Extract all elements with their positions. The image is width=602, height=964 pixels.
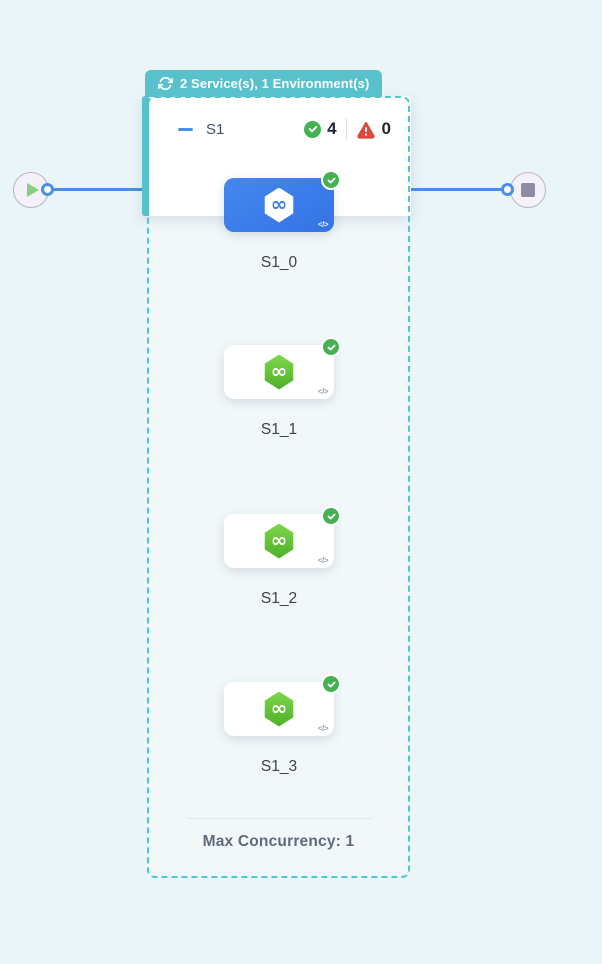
infinity-icon: ∞: [270, 696, 288, 720]
infinity-icon: ∞: [270, 192, 288, 216]
max-concurrency-label: Max Concurrency: 1: [202, 833, 355, 850]
service-label: S1_3: [260, 758, 298, 775]
end-input-port[interactable]: [501, 183, 514, 196]
success-badge-icon: [321, 170, 341, 190]
success-badge-icon: [321, 337, 341, 357]
service-node-s1-0[interactable]: ∞ </> S1_0: [224, 170, 341, 272]
service-label: S1_2: [260, 590, 298, 607]
service-node-s1-2[interactable]: ∞ </> S1_2: [224, 506, 341, 608]
service-label: S1_0: [260, 254, 298, 271]
service-node-s1-3[interactable]: ∞ </> S1_3: [224, 674, 341, 776]
environment-badge[interactable]: 2 Service(s), 1 Environment(s): [145, 70, 383, 97]
stage-status-badges: 4 0: [304, 118, 391, 140]
infinity-icon: ∞: [270, 528, 288, 552]
stop-icon: [521, 183, 535, 197]
check-circle-icon: [304, 120, 322, 138]
success-badge-icon: [321, 674, 341, 694]
play-icon: [27, 183, 39, 197]
success-badge-icon: [321, 506, 341, 526]
error-count: 0: [381, 119, 391, 138]
code-icon: </>: [317, 387, 329, 396]
code-icon: </>: [317, 724, 329, 733]
environment-badge-label: 2 Service(s), 1 Environment(s): [180, 76, 370, 91]
service-node-box[interactable]: ∞ </>: [224, 674, 341, 736]
service-hexagon-icon: ∞: [264, 523, 294, 559]
service-node-s1-1[interactable]: ∞ </> S1_1: [224, 337, 341, 439]
service-node-box[interactable]: ∞ </>: [224, 170, 341, 232]
end-node[interactable]: [510, 172, 546, 208]
code-icon: </>: [317, 220, 329, 229]
collapse-stage-button[interactable]: [178, 127, 193, 131]
footer-divider: [187, 818, 372, 819]
edge-stage-to-end: [410, 188, 504, 191]
service-hexagon-icon: ∞: [264, 187, 294, 223]
status-divider: [345, 118, 347, 140]
service-hexagon-icon: ∞: [264, 691, 294, 727]
warning-triangle-icon: [356, 121, 375, 139]
start-output-port[interactable]: [41, 183, 54, 196]
code-icon: </>: [317, 556, 329, 565]
service-node-box[interactable]: ∞ </>: [224, 337, 341, 399]
service-label: S1_1: [260, 421, 298, 438]
infinity-icon: ∞: [270, 359, 288, 383]
stage-name: S1: [206, 120, 225, 138]
edge-start-to-stage: [47, 188, 147, 191]
service-node-box[interactable]: ∞ </>: [224, 506, 341, 568]
success-count: 4: [327, 119, 337, 138]
loop-icon: [158, 77, 173, 90]
service-hexagon-icon: ∞: [264, 354, 294, 390]
